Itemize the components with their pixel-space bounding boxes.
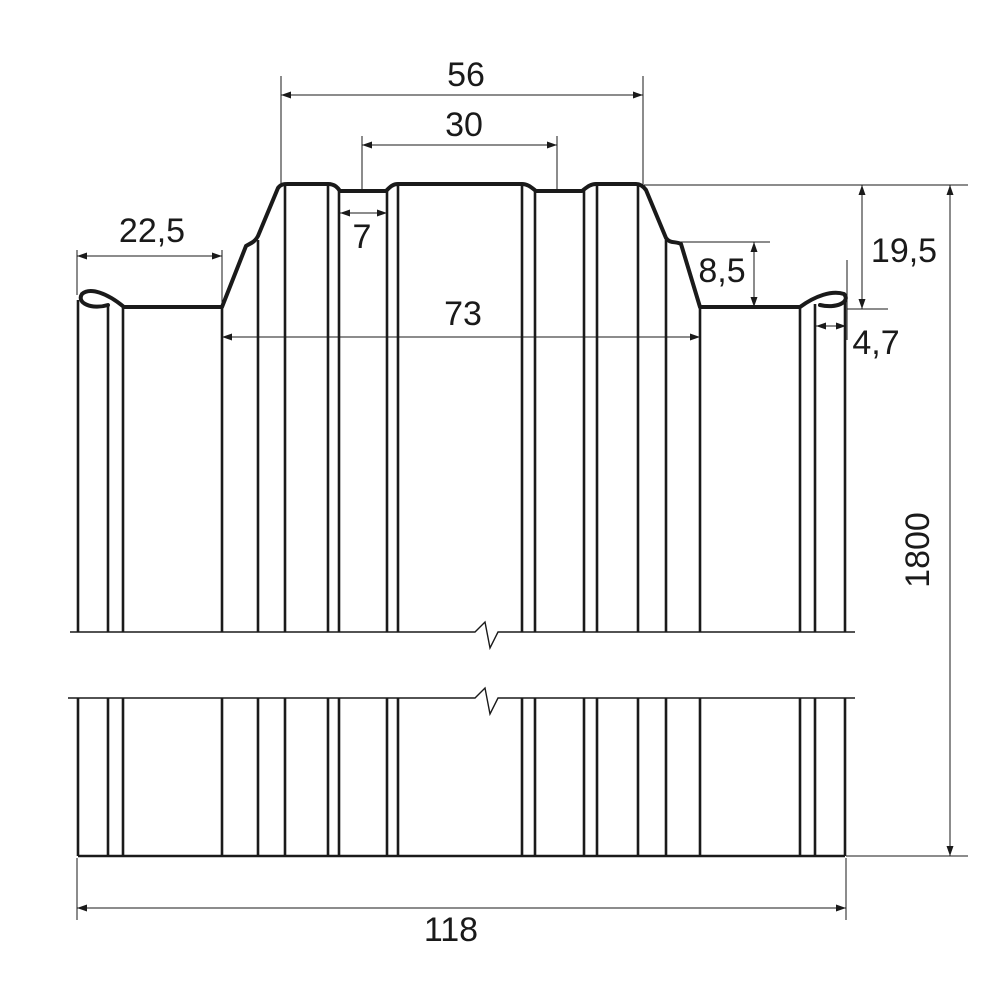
lower-break-line: [68, 686, 855, 717]
upper-break-line: [70, 620, 855, 651]
profile-outline: [78, 182, 848, 309]
dimension-lines: [77, 91, 954, 912]
dim-label-7: 7: [353, 218, 372, 256]
dim-label-56: 56: [447, 56, 485, 94]
dim-label-73: 73: [444, 295, 482, 333]
dim-label-1800: 1800: [899, 512, 937, 588]
dim-label-19-5: 19,5: [871, 232, 937, 270]
upper-fold-lines: [76, 184, 847, 632]
dim-label-4-7: 4,7: [852, 324, 899, 362]
dim-label-118: 118: [424, 911, 478, 949]
lower-fold-lines: [76, 698, 847, 856]
dim-label-30: 30: [445, 106, 483, 144]
dim-label-8-5: 8,5: [698, 252, 745, 290]
dim-label-22-5: 22,5: [119, 212, 185, 250]
